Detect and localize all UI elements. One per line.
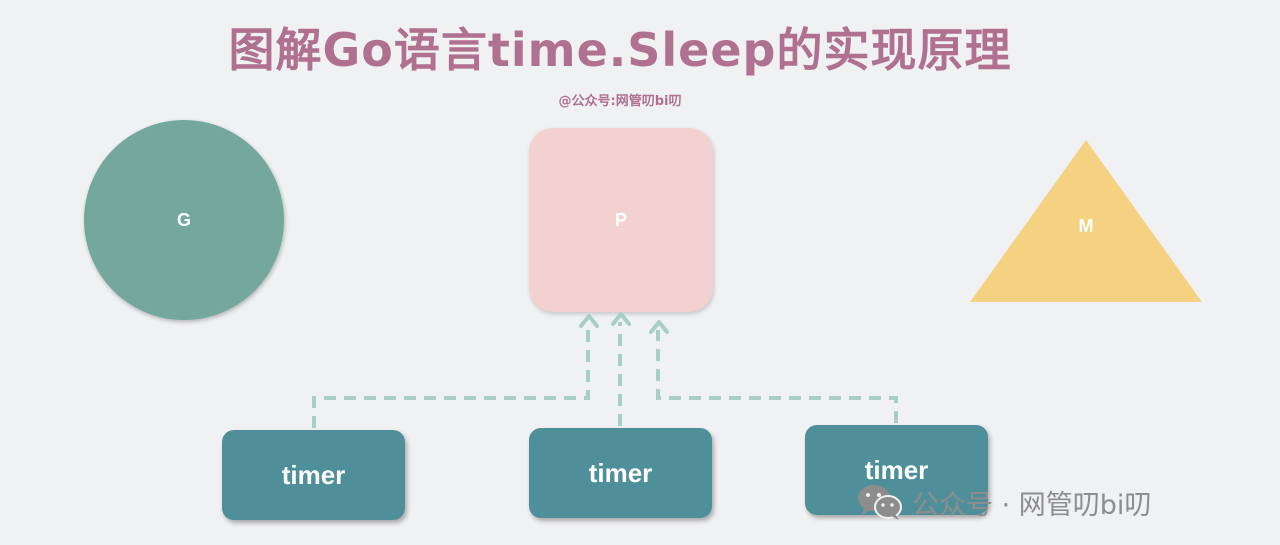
- timer-label-3: timer: [864, 454, 929, 485]
- watermark-text: 公众号 · 网管叨bi叨: [912, 489, 1152, 521]
- diagram-title: 图解Go语言time.Sleep的实现原理: [228, 23, 1012, 77]
- connector-timer-3: [656, 330, 898, 423]
- diagram-subtitle: @公众号:网管叨bi叨: [558, 94, 682, 109]
- wechat-icon: [856, 483, 904, 521]
- timer-label-2: timer: [588, 457, 653, 488]
- connector-timer-1: [312, 326, 590, 428]
- machine-label: M: [1078, 216, 1094, 236]
- timer-box-2: timer: [529, 428, 712, 518]
- watermark: 公众号 · 网管叨bi叨: [856, 480, 1151, 524]
- machine-triangle: M: [966, 138, 1206, 308]
- arrowhead-2: [611, 312, 631, 326]
- arrowhead-3: [649, 320, 669, 334]
- arrowhead-1: [579, 314, 599, 328]
- processor-box: P: [529, 128, 713, 312]
- machine-triangle-shape: [970, 140, 1202, 302]
- goroutine-circle: G: [84, 120, 284, 320]
- timer-box-1: timer: [222, 430, 405, 520]
- timer-label-1: timer: [281, 459, 346, 490]
- goroutine-label: G: [176, 209, 191, 230]
- processor-label: P: [614, 209, 627, 230]
